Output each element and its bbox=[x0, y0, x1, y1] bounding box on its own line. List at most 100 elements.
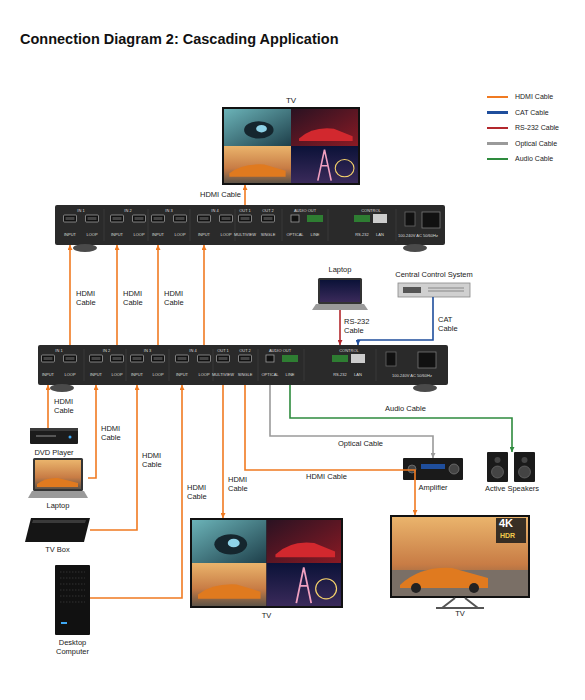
diagram-title: Connection Diagram 2: Cascading Applicat… bbox=[20, 31, 339, 47]
screen-badge: HDR bbox=[500, 532, 515, 539]
matrix-device-illustration bbox=[152, 215, 165, 222]
port-label: OPTICAL bbox=[261, 372, 278, 377]
tv-box-illustration bbox=[25, 518, 90, 542]
dvd-player-illustration bbox=[30, 428, 78, 444]
port-label: INPUT bbox=[176, 372, 188, 377]
laptop: Laptop bbox=[28, 458, 88, 498]
laptop-illustration bbox=[33, 458, 83, 491]
amplifier: Amplifier bbox=[403, 458, 463, 480]
matrix-device-illustration bbox=[55, 205, 445, 252]
matrix-device-illustration bbox=[55, 205, 445, 245]
port-label: RS-232 bbox=[355, 232, 369, 237]
legend-text: Optical Cable bbox=[515, 140, 557, 147]
port-label: LOOP bbox=[174, 232, 185, 237]
tv-display: TV bbox=[190, 518, 343, 608]
matrix-device-illustration bbox=[413, 384, 437, 392]
speaker-illustration bbox=[514, 452, 535, 482]
matrix-device-illustration bbox=[64, 355, 77, 362]
port-label: INPUT bbox=[42, 372, 54, 377]
matrix-device-illustration bbox=[373, 214, 387, 223]
cable bbox=[157, 245, 159, 345]
port-label: LOOP bbox=[198, 372, 209, 377]
amplifier-illustration bbox=[403, 458, 463, 480]
laptop-illustration bbox=[37, 478, 78, 487]
tv-display: TV bbox=[222, 107, 360, 185]
legend-item: CAT Cable bbox=[487, 105, 559, 121]
port-label: LOOP bbox=[133, 232, 144, 237]
port-label: INPUT bbox=[198, 232, 210, 237]
matrix-device-illustration bbox=[73, 244, 97, 252]
laptop-illustration bbox=[318, 278, 362, 304]
desktop-illustration bbox=[55, 565, 90, 635]
device-name: Active Speakers bbox=[485, 485, 539, 494]
cable-label: HDMI Cable bbox=[187, 484, 213, 501]
matrix-device-illustration bbox=[239, 355, 252, 362]
matrix-device-illustration bbox=[131, 355, 144, 362]
legend-swatch bbox=[487, 96, 508, 99]
port-label: INPUT bbox=[64, 232, 76, 237]
dvd-player-illustration bbox=[30, 428, 78, 431]
cable bbox=[244, 185, 246, 205]
laptop-illustration bbox=[35, 460, 81, 489]
port-label: LOOP bbox=[220, 232, 231, 237]
port-label: RS-232 bbox=[333, 372, 347, 377]
matrix-device-illustration bbox=[42, 355, 55, 362]
tv-illustration bbox=[190, 518, 343, 608]
legend-swatch bbox=[487, 158, 508, 161]
port-label: SINGLE bbox=[238, 372, 253, 377]
matrix-device-illustration bbox=[104, 209, 396, 241]
tv-box-illustration bbox=[32, 520, 86, 523]
matrix-device-illustration bbox=[111, 355, 124, 362]
matrix-device-illustration bbox=[354, 215, 370, 222]
dvd-player-illustration bbox=[69, 436, 72, 439]
cable-label: HDMI Cable bbox=[164, 290, 190, 307]
cable-label: HDMI Cable bbox=[200, 191, 241, 200]
port-label: IN 1 bbox=[55, 348, 62, 353]
cable bbox=[69, 245, 71, 345]
matrix-device-illustration bbox=[291, 215, 299, 222]
cable-label: HDMI Cable bbox=[123, 290, 149, 307]
cable-label: HDMI Cable bbox=[76, 290, 102, 307]
dvd-player: DVD Player bbox=[30, 428, 78, 444]
cable bbox=[290, 385, 512, 452]
legend-item: Optical Cable bbox=[487, 136, 559, 152]
port-label: AUDIO OUT bbox=[269, 348, 291, 353]
dvd-player-illustration bbox=[30, 428, 78, 444]
tv-illustration bbox=[222, 107, 360, 185]
speaker-illustration bbox=[487, 452, 508, 482]
matrix-device-illustration bbox=[38, 345, 448, 392]
port-label: INPUT bbox=[131, 372, 143, 377]
legend: HDMI CableCAT CableRS-232 CableOptical C… bbox=[487, 89, 559, 167]
screen-badge: 4K bbox=[499, 518, 513, 529]
port-label: MULTIVIEW bbox=[234, 232, 256, 237]
cable bbox=[47, 385, 49, 428]
cable-label: HDMI Cable bbox=[142, 452, 168, 469]
matrix-device-illustration bbox=[262, 215, 275, 222]
matrix-device-illustration bbox=[152, 355, 165, 362]
port-label: IN 3 bbox=[144, 348, 151, 353]
tv-illustration bbox=[469, 583, 479, 593]
dvd-player-illustration bbox=[36, 435, 56, 437]
matrix-switcher: IN 1INPUTLOOPIN 2INPUTLOOPIN 3INPUTLOOPI… bbox=[55, 205, 445, 245]
control-system: Central Control System bbox=[398, 283, 470, 297]
legend-text: Audio Cable bbox=[515, 155, 553, 162]
matrix-device-illustration bbox=[174, 215, 187, 222]
tv-illustration bbox=[390, 515, 530, 598]
port-label: IN 1 bbox=[77, 208, 84, 213]
port-label: OUT 2 bbox=[262, 208, 274, 213]
cable bbox=[88, 385, 96, 478]
amplifier-illustration bbox=[449, 464, 459, 474]
laptop-illustration bbox=[320, 280, 360, 302]
legend-text: CAT Cable bbox=[515, 109, 549, 116]
port-label: AUDIO OUT bbox=[294, 208, 316, 213]
cable-label: Audio Cable bbox=[385, 405, 426, 414]
device-name: Amplifier bbox=[418, 484, 447, 493]
port-label: CONTROL bbox=[361, 208, 381, 213]
tv-box-illustration bbox=[25, 518, 90, 542]
device-name: Central Control System bbox=[395, 271, 473, 280]
port-label: 100-240V AC 50/60Hz bbox=[392, 373, 432, 378]
laptop-illustration bbox=[28, 491, 88, 498]
matrix-device-illustration bbox=[84, 349, 376, 381]
